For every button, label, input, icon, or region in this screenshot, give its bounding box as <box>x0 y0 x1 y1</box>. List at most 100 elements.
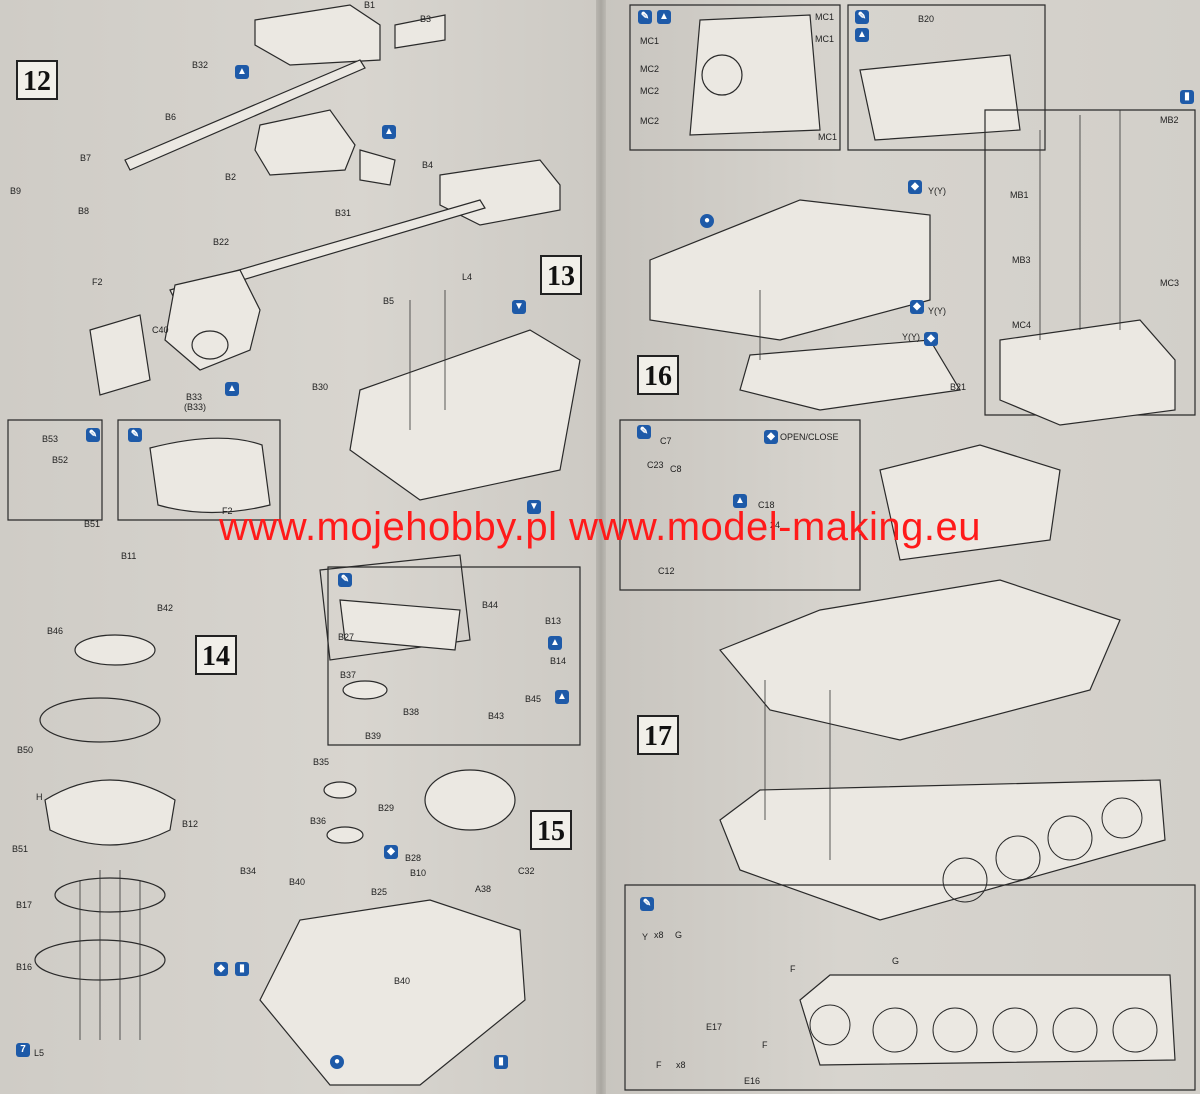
glue-icon: ◆ <box>908 180 922 194</box>
part-b3 <box>394 14 446 49</box>
part-label: L4 <box>462 272 473 282</box>
part-label: B7 <box>80 153 92 163</box>
part-label: B25 <box>371 887 388 897</box>
part-label: L5 <box>34 1048 45 1058</box>
part-label: Y(Y) <box>928 306 946 316</box>
part-label: MC1 <box>818 132 838 142</box>
glue-icon: ▲ <box>382 125 396 139</box>
open-close-note: OPEN/CLOSE <box>780 432 839 442</box>
glue-icon: ▲ <box>555 690 569 704</box>
part-label: B28 <box>405 853 422 863</box>
quantity-badge: x8 <box>676 1060 686 1070</box>
glue-icon: ◆ <box>910 300 924 314</box>
road-wheels <box>809 797 1158 1053</box>
photo-etch-icon: ▮ <box>494 1055 508 1069</box>
detail-f2-shape <box>149 437 271 514</box>
upper-hull <box>719 579 1121 741</box>
step-number-17: 17 <box>637 715 679 755</box>
sprue-letter: F <box>790 964 796 974</box>
paint-brush-icon: ✎ <box>855 10 869 24</box>
part-label: MC2 <box>640 64 660 74</box>
part-label: B1 <box>364 0 376 10</box>
part-b4 <box>359 149 396 186</box>
part-label: B40 <box>394 976 411 986</box>
part-label: E17 <box>706 1022 723 1032</box>
watermark-text: www.mojehobby.pl www.model-making.eu <box>218 505 982 549</box>
turret-step17 <box>879 444 1061 561</box>
step-number-15: 15 <box>530 810 572 850</box>
part-label: B39 <box>365 731 382 741</box>
glue-icon: ▼ <box>512 300 526 314</box>
gun-barrel-upper <box>124 59 366 171</box>
part-label: C12 <box>658 566 675 576</box>
part-label: B8 <box>78 206 90 216</box>
part-label: B43 <box>488 711 505 721</box>
part-label: B38 <box>403 707 420 717</box>
part-label: B50 <box>17 745 34 755</box>
glue-icon: ▲ <box>225 382 239 396</box>
part-label: 24 <box>770 520 781 530</box>
part-label: B4 <box>422 160 434 170</box>
part-label: MB2 <box>1160 115 1179 125</box>
part-label: B14 <box>550 656 567 666</box>
glue-icon: ▼ <box>527 500 541 514</box>
mantlet-ring <box>191 330 229 360</box>
part-f2 <box>89 314 151 396</box>
part-label: B22 <box>213 237 230 247</box>
paint-brush-icon: ✎ <box>86 428 100 442</box>
hatch-b37 <box>342 680 388 700</box>
sprue-letter: F <box>656 1060 662 1070</box>
part-label: B51 <box>84 519 101 529</box>
part-label: MC1 <box>815 12 835 22</box>
part-label: B36 <box>310 816 327 826</box>
paint-brush-icon: ✎ <box>338 573 352 587</box>
lower-hull-with-tracks <box>719 779 1166 921</box>
part-label: C8 <box>670 464 682 474</box>
part-label: MC1 <box>815 34 835 44</box>
sprue-letter: G <box>892 956 900 966</box>
cupola-b46 <box>74 634 156 666</box>
glue-icon: ▲ <box>548 636 562 650</box>
glue-icon: ● <box>700 214 714 228</box>
glue-icon: ◆ <box>214 962 228 976</box>
part-label: B3 <box>420 14 432 24</box>
part-label: B42 <box>157 603 174 613</box>
part-label: B40 <box>289 877 306 887</box>
side-track-view <box>799 974 1176 1066</box>
part-label: B52 <box>52 455 69 465</box>
part-label: B5 <box>383 296 395 306</box>
part-label: B32 <box>192 60 209 70</box>
part-label: B46 <box>47 626 64 636</box>
photo-etch-icon: ▮ <box>235 962 249 976</box>
sprue-letter: F <box>762 1040 768 1050</box>
part-label: Y(Y) <box>902 332 920 342</box>
part-label: C32 <box>518 866 535 876</box>
part-b35 <box>323 781 357 799</box>
gun-mantlet-top <box>254 4 381 66</box>
part-label: C40 <box>152 325 169 335</box>
glue-icon: ◆ <box>384 845 398 859</box>
photo-etch-icon: ▮ <box>1180 90 1194 104</box>
part-label: Y <box>642 932 649 942</box>
part-label: B35 <box>313 757 330 767</box>
glue-icon: ▲ <box>235 65 249 79</box>
part-label: E16 <box>744 1076 761 1086</box>
step-number-14: 14 <box>195 635 237 675</box>
glue-icon: ▲ <box>855 28 869 42</box>
part-label: C23 <box>647 460 664 470</box>
part-label: B53 <box>42 434 59 444</box>
part-label: B12 <box>182 819 199 829</box>
part-label: F2 <box>92 277 103 287</box>
part-label: B17 <box>16 900 33 910</box>
turret-roof-b30 <box>349 329 581 501</box>
part-b36 <box>326 826 364 844</box>
part-label: B16 <box>16 962 33 972</box>
glue-icon: ◆ <box>924 332 938 346</box>
step-number-16: 16 <box>637 355 679 395</box>
cupola-top-view <box>701 54 743 96</box>
part-label: B27 <box>338 632 355 642</box>
paint-brush-icon: ✎ <box>640 897 654 911</box>
part-label: MC4 <box>1012 320 1032 330</box>
sprue-letter: G <box>675 930 683 940</box>
